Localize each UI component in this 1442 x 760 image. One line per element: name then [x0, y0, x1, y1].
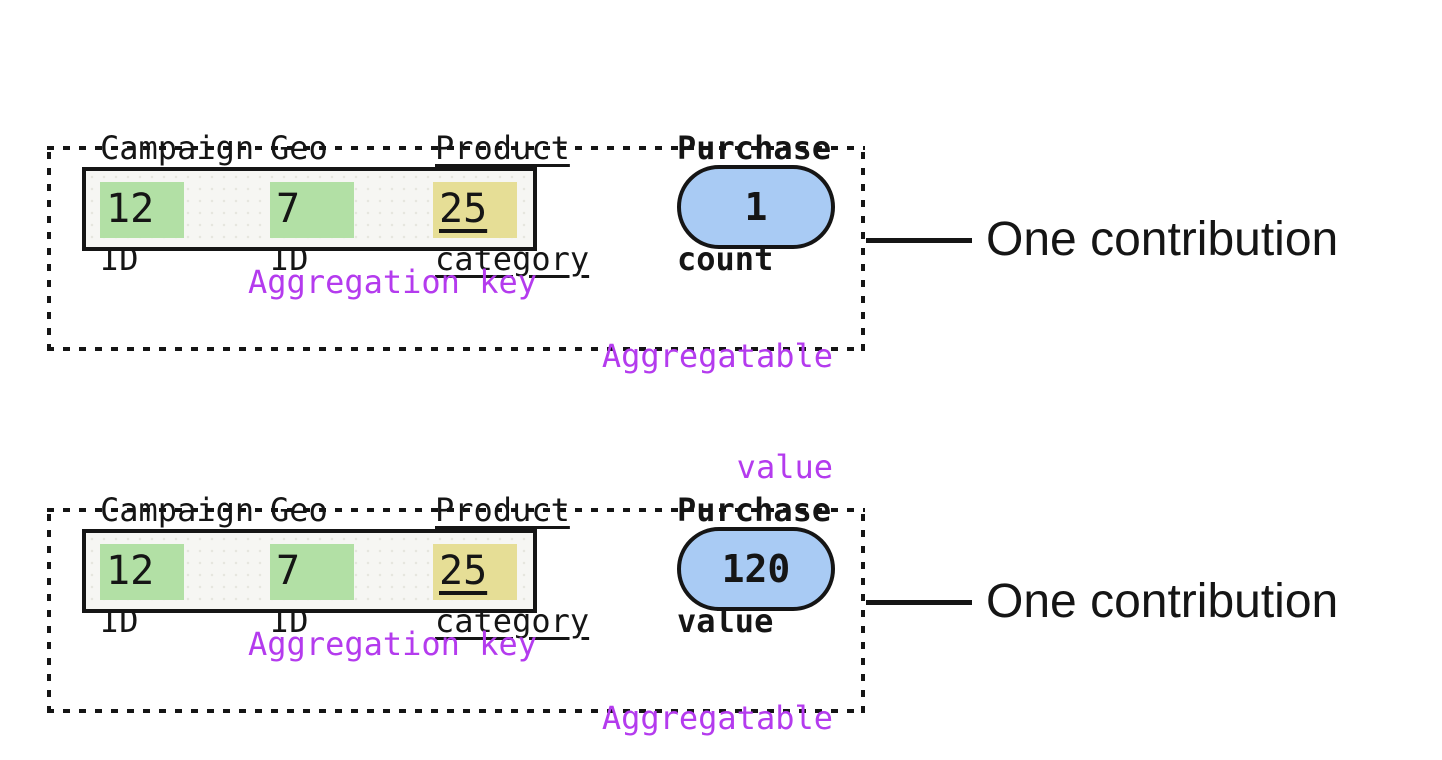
aggregatable-value-pill: 1 — [677, 165, 835, 249]
contribution-block-purchase-count: Campaign ID Geo ID Product category Purc… — [47, 130, 1339, 486]
aggregatable-value-label-line: Aggregatable — [601, 337, 833, 375]
one-contribution-label: One contribution — [986, 213, 1339, 266]
product-category-cell: 25 — [433, 182, 517, 238]
one-contribution-label: One contribution — [986, 575, 1339, 628]
campaign-id-cell: 12 — [100, 544, 184, 600]
record-row: 12 7 25 — [82, 167, 537, 251]
aggregation-key-label: Aggregation key — [248, 625, 537, 663]
record-row: 12 7 25 — [82, 529, 537, 613]
geo-id-cell: 7 — [270, 182, 354, 238]
campaign-id-cell: 12 — [100, 182, 184, 238]
product-category-cell: 25 — [433, 544, 517, 600]
contribution-block-purchase-value: Campaign ID Geo ID Product category Purc… — [0, 362, 1442, 742]
connector-line — [866, 600, 972, 605]
aggregation-key-label: Aggregation key — [248, 263, 537, 301]
aggregatable-value-text: 120 — [721, 547, 791, 591]
aggregatable-value-label-line: Aggregatable — [601, 699, 833, 737]
aggregatable-value-label: Aggregatable value — [597, 626, 833, 760]
aggregatable-value-label: Aggregatable value — [597, 264, 833, 560]
aggregatable-value-pill: 120 — [677, 527, 835, 611]
geo-id-cell: 7 — [270, 544, 354, 600]
connector-line — [866, 238, 972, 243]
aggregatable-value-label-line: value — [736, 448, 833, 486]
aggregatable-value-text: 1 — [744, 185, 768, 229]
